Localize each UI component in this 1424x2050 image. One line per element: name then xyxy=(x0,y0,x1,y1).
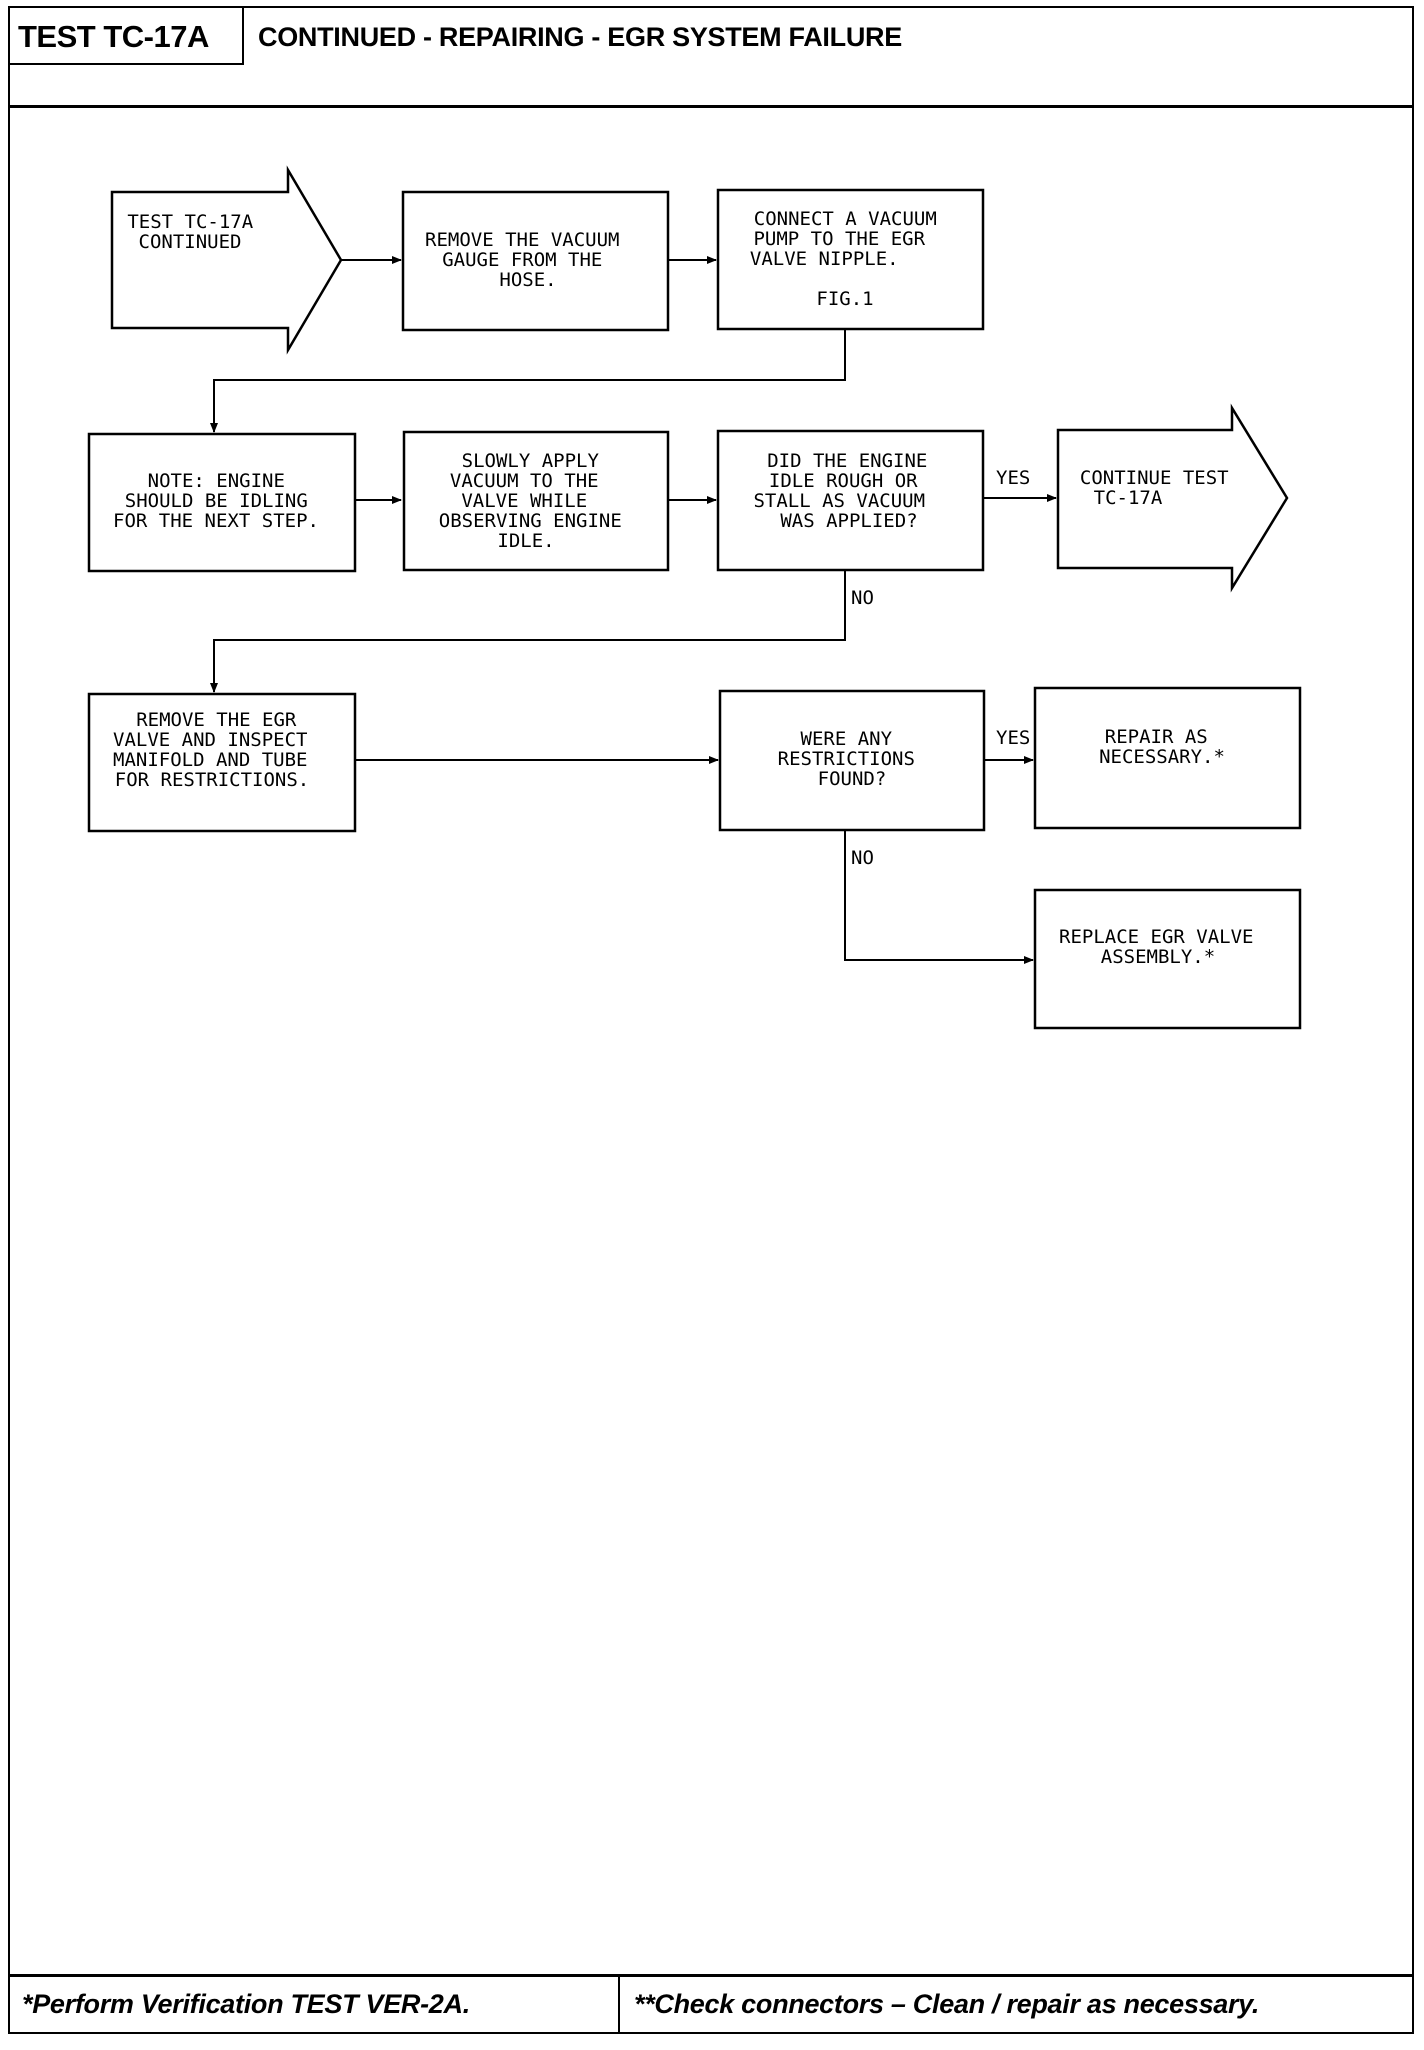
continue-test-text: CONTINUE TEST TC-17A xyxy=(1080,467,1240,509)
note-idle-box xyxy=(87,432,357,573)
idle-question-text: DID THE ENGINE IDLE ROUGH OR STALL AS VA… xyxy=(753,450,938,532)
shapes xyxy=(87,165,1302,1030)
connect-pump-text: CONNECT A VACUUM PUMP TO THE EGR VALVE N… xyxy=(750,208,948,310)
note-idle-text: NOTE: ENGINE SHOULD BE IDLING FOR THE NE… xyxy=(113,470,319,532)
arrow-no-to-remove-valve xyxy=(210,570,846,693)
header-bar: TEST TC-17A CONTINUED - REPAIRING - EGR … xyxy=(10,8,1412,108)
remove-gauge-box xyxy=(401,190,670,332)
apply-vacuum-text: SLOWLY APPLY VACUUM TO THE VALVE WHILE O… xyxy=(439,450,633,552)
footer-divider xyxy=(618,1977,620,2032)
connect-pump-box xyxy=(716,188,985,331)
test-id: TEST TC-17A xyxy=(10,8,244,65)
arrow-no-to-replace xyxy=(844,830,1034,964)
no-label-idle: NO xyxy=(851,587,874,609)
footer-bar: *Perform Verification TEST VER-2A. **Che… xyxy=(10,1974,1412,2032)
arrow-connect-pump-to-note xyxy=(210,329,846,433)
apply-vacuum-box xyxy=(402,430,670,572)
idle-question-box xyxy=(716,429,985,572)
repair-box xyxy=(1033,686,1302,830)
connectors xyxy=(210,256,1057,964)
remove-gauge-text: REMOVE THE VACUUM GAUGE FROM THE HOSE. xyxy=(425,229,631,291)
repair-text: REPAIR AS NECESSARY.* xyxy=(1099,726,1225,768)
start-text: TEST TC-17A CONTINUED xyxy=(127,211,264,253)
replace-valve-text: REPLACE EGR VALVE ASSEMBLY.* xyxy=(1059,926,1265,968)
continue-test-arrow-shape xyxy=(1056,403,1289,593)
yes-label-restrictions: YES xyxy=(996,727,1030,749)
replace-valve-box xyxy=(1033,888,1302,1030)
no-label-restrictions: NO xyxy=(851,847,874,869)
start-arrow-shape xyxy=(110,165,343,355)
remove-valve-box xyxy=(87,692,357,833)
footer-note-connectors: **Check connectors – Clean / repair as n… xyxy=(634,1989,1260,2019)
restrictions-question-box xyxy=(718,689,986,832)
page-title: CONTINUED - REPAIRING - EGR SYSTEM FAILU… xyxy=(258,22,902,52)
footer-note-verification: *Perform Verification TEST VER-2A. xyxy=(22,1989,470,2019)
yes-label-idle: YES xyxy=(996,467,1030,489)
remove-valve-text: REMOVE THE EGR VALVE AND INSPECT MANIFOL… xyxy=(113,709,319,791)
restrictions-question-text: WERE ANY RESTRICTIONS FOUND? xyxy=(778,728,927,790)
